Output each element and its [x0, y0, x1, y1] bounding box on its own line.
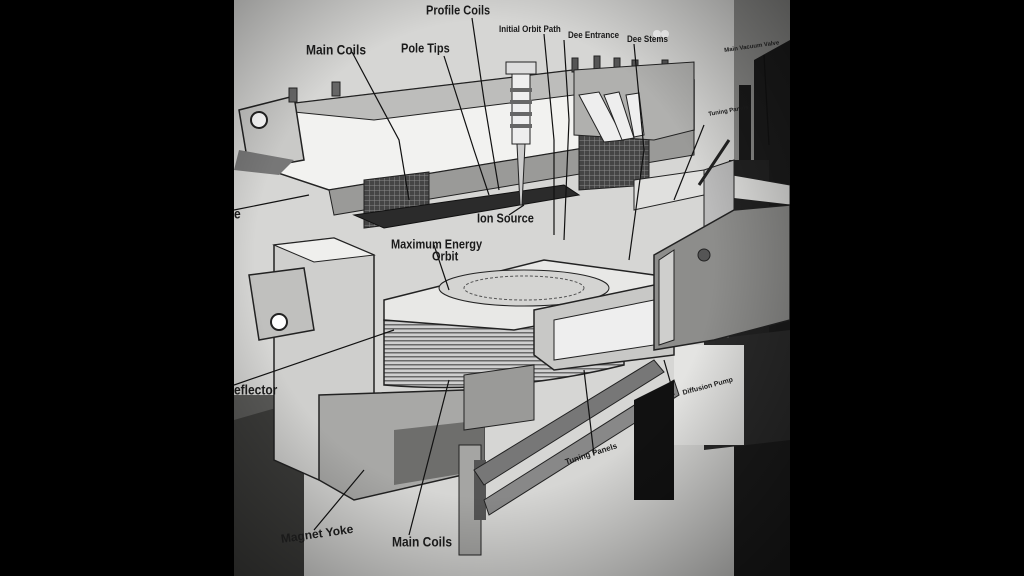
label-main-coils-top: Main Coils	[306, 42, 367, 59]
label-ion-source: Ion Source	[477, 212, 534, 226]
label-main-coils-bottom: Main Coils	[392, 534, 453, 551]
label-maximum-energy-orbit-line1: Maximum Energy	[391, 238, 483, 252]
label-initial-orbit-path: Initial Orbit Path	[499, 24, 561, 35]
label-dee-stems: Dee Stems	[627, 34, 668, 45]
label-pole-tips: Pole Tips	[401, 42, 450, 56]
cyclotron-diagram-photo: Profile Coils Initial Orbit Path Dee Ent…	[234, 0, 790, 576]
cyclotron-illustration	[234, 0, 790, 576]
label-profile-coils: Profile Coils	[426, 4, 491, 18]
label-plate-fragment: e	[234, 206, 241, 223]
label-dee-entrance: Dee Entrance	[568, 30, 620, 41]
label-deflector-fragment: eflector	[234, 382, 278, 399]
label-maximum-energy-orbit-line2: Orbit	[432, 250, 459, 264]
